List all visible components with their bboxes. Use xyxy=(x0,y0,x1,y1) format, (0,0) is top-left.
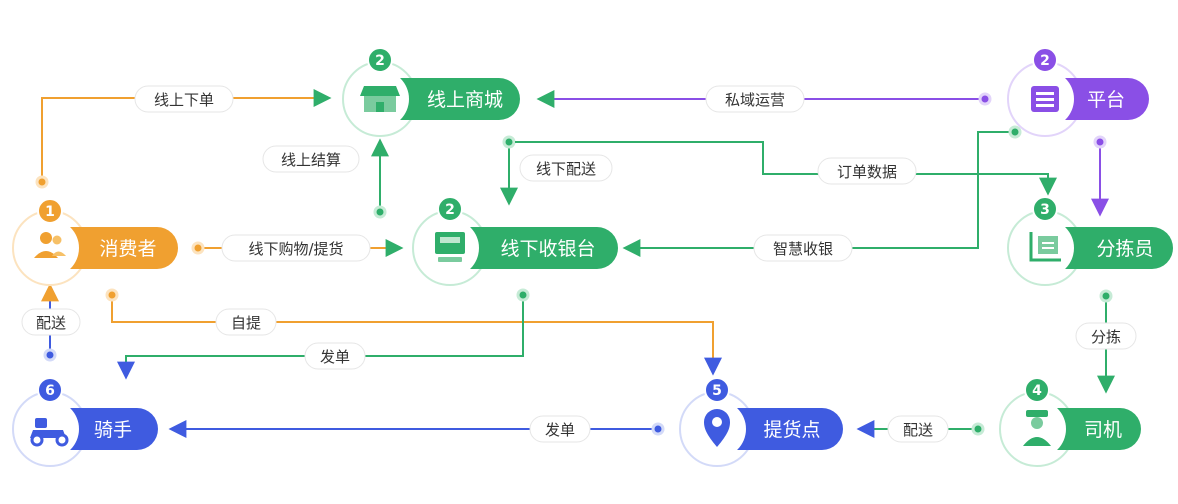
svg-text:智慧收银: 智慧收银 xyxy=(773,240,833,258)
step-badge: 5 xyxy=(704,377,730,403)
svg-text:线下配送: 线下配送 xyxy=(536,160,596,178)
node-driver: 司机 4 xyxy=(999,377,1141,467)
svg-text:分拣员: 分拣员 xyxy=(1096,238,1153,260)
svg-text:消费者: 消费者 xyxy=(99,238,156,260)
edge-order-data xyxy=(515,141,1057,196)
edge-label-sorting: 分拣 xyxy=(1075,322,1137,350)
svg-text:线下收银台: 线下收银台 xyxy=(500,238,595,260)
edge-label-smart-checkout: 智慧收银 xyxy=(753,234,853,262)
svg-text:分拣: 分拣 xyxy=(1091,328,1121,346)
step-badge: 2 xyxy=(1032,47,1058,73)
edge-smart-checkout xyxy=(622,125,1022,257)
edge-label-offline-delivery: 线下配送 xyxy=(519,154,613,182)
node-pickup-point: 提货点 5 xyxy=(679,377,843,467)
svg-text:3: 3 xyxy=(1040,202,1050,218)
edge-label-self-pickup: 自提 xyxy=(215,308,277,336)
edge-label-dispatch-mid: 发单 xyxy=(304,342,366,370)
svg-text:2: 2 xyxy=(1040,53,1050,69)
svg-text:配送: 配送 xyxy=(903,421,933,439)
node-consumer: 消费者 1 xyxy=(12,198,178,286)
node-sorter: 分拣员 3 xyxy=(1007,196,1173,286)
store-icon xyxy=(360,86,400,112)
node-online-mall: 线上商城 2 xyxy=(342,47,520,137)
svg-text:6: 6 xyxy=(45,383,55,399)
list-icon xyxy=(1031,86,1059,112)
svg-text:线上下单: 线上下单 xyxy=(154,91,214,109)
svg-text:2: 2 xyxy=(445,202,455,218)
node-rider: 骑手 6 xyxy=(12,377,158,467)
edge-label-private-ops: 私域运营 xyxy=(705,85,805,113)
svg-text:自提: 自提 xyxy=(231,314,261,332)
driver-icon xyxy=(1023,410,1051,446)
edge-online-checkout xyxy=(371,138,389,219)
svg-text:司机: 司机 xyxy=(1084,419,1122,441)
svg-text:5: 5 xyxy=(712,383,722,399)
svg-text:线上结算: 线上结算 xyxy=(281,151,341,169)
edge-label-offline-purchase: 线下购物/提货 xyxy=(221,234,371,262)
svg-text:提货点: 提货点 xyxy=(763,419,820,441)
location-pin-icon xyxy=(704,409,730,447)
svg-text:线下购物/提货: 线下购物/提货 xyxy=(248,240,343,258)
step-badge: 3 xyxy=(1032,196,1058,222)
node-platform: 平台 2 xyxy=(1007,47,1149,137)
cart-icon xyxy=(1029,232,1061,262)
svg-text:骑手: 骑手 xyxy=(94,419,132,441)
svg-text:发单: 发单 xyxy=(545,421,575,439)
step-badge: 2 xyxy=(437,196,463,222)
svg-text:4: 4 xyxy=(1032,383,1042,399)
svg-text:平台: 平台 xyxy=(1087,89,1125,111)
edge-offline-delivery xyxy=(500,135,518,206)
svg-text:发单: 发单 xyxy=(320,348,350,366)
step-badge: 4 xyxy=(1024,377,1050,403)
svg-text:私域运营: 私域运营 xyxy=(725,91,785,109)
scooter-icon xyxy=(30,418,69,447)
step-badge: 2 xyxy=(367,47,393,73)
svg-text:订单数据: 订单数据 xyxy=(837,163,897,181)
edge-label-dispatch-bottom: 发单 xyxy=(529,415,591,443)
user-group-icon xyxy=(34,232,66,258)
edge-label-online-order: 线上下单 xyxy=(134,85,234,113)
edge-label-delivery-left: 配送 xyxy=(21,308,81,336)
svg-text:1: 1 xyxy=(45,204,55,220)
svg-text:配送: 配送 xyxy=(36,314,66,332)
edge-platform-sorter xyxy=(1091,135,1109,217)
edge-label-delivery-bottom: 配送 xyxy=(887,415,949,443)
edge-label-online-checkout: 线上结算 xyxy=(262,145,360,173)
edge-label-order-data: 订单数据 xyxy=(817,157,917,185)
node-offline-pos: 线下收银台 2 xyxy=(412,196,618,286)
step-badge: 1 xyxy=(37,198,63,224)
cash-register-icon xyxy=(435,232,465,262)
step-badge: 6 xyxy=(37,377,63,403)
svg-text:2: 2 xyxy=(375,53,385,69)
edge-self-pickup xyxy=(105,288,722,376)
svg-text:线上商城: 线上商城 xyxy=(427,89,503,111)
